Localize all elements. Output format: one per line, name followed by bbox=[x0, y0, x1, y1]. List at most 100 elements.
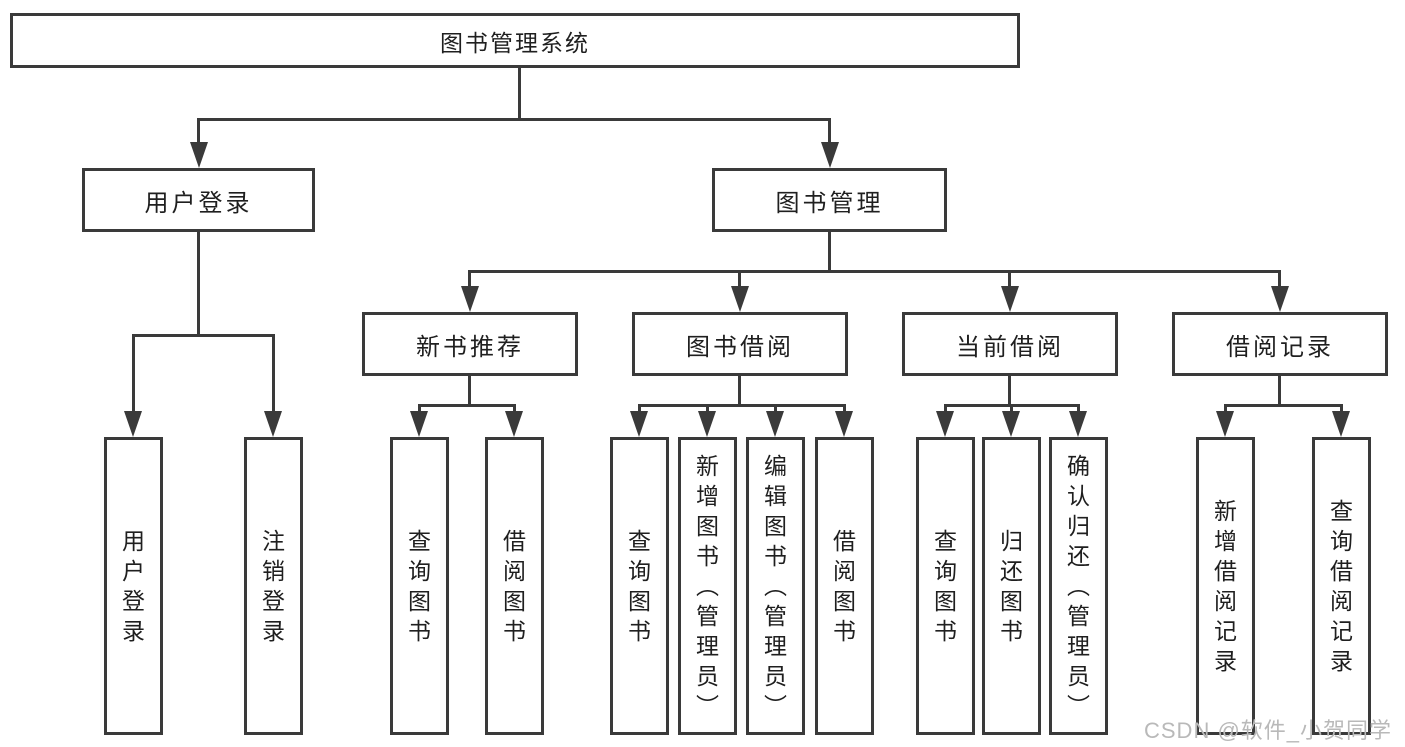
connector-trunk bbox=[1278, 375, 1281, 407]
arrow-down-icon bbox=[1271, 286, 1289, 312]
vertical-char: ︵ bbox=[764, 573, 787, 599]
vertical-char: 图 bbox=[1000, 588, 1023, 614]
node-book-management-label: 图书管理 bbox=[775, 189, 884, 217]
arrow-down-icon bbox=[1216, 411, 1234, 437]
node-current-borrowing-label: 当前借阅 bbox=[956, 333, 1064, 361]
connector-group-branch bbox=[132, 334, 275, 337]
vertical-char: 图 bbox=[503, 588, 526, 614]
leaf-query-books: 查询图书 bbox=[610, 437, 669, 735]
vertical-char: 新 bbox=[1214, 498, 1237, 524]
vertical-char: 管 bbox=[764, 603, 787, 629]
vertical-char: 书 bbox=[696, 543, 719, 569]
node-borrowing-records: 借阅记录 bbox=[1172, 312, 1388, 376]
vertical-char: 书 bbox=[934, 618, 957, 644]
vertical-char: 借 bbox=[1330, 558, 1353, 584]
vertical-char: 录 bbox=[122, 618, 145, 644]
vertical-char: 销 bbox=[262, 558, 285, 584]
vertical-char: 增 bbox=[696, 483, 719, 509]
csdn-watermark: CSDN @软件_小贺同学 bbox=[1144, 718, 1393, 743]
arrow-down-icon bbox=[1069, 411, 1087, 437]
vertical-char: 询 bbox=[1330, 528, 1353, 554]
vertical-char: 书 bbox=[628, 618, 651, 644]
vertical-char: 增 bbox=[1214, 528, 1237, 554]
vertical-char: ︵ bbox=[1067, 573, 1090, 599]
connector-stem bbox=[272, 334, 275, 415]
vertical-char: 图 bbox=[696, 513, 719, 539]
vertical-char: 录 bbox=[1330, 648, 1353, 674]
arrow-down-icon bbox=[698, 411, 716, 437]
arrow-down-icon bbox=[505, 411, 523, 437]
vertical-char: 阅 bbox=[833, 558, 856, 584]
vertical-char: 录 bbox=[262, 618, 285, 644]
vertical-char: 员 bbox=[696, 663, 719, 689]
vertical-char: 归 bbox=[1000, 528, 1023, 554]
vertical-char: 户 bbox=[122, 558, 145, 584]
vertical-char: 书 bbox=[1000, 618, 1023, 644]
vertical-char: 登 bbox=[262, 588, 285, 614]
connector-stem bbox=[843, 404, 846, 415]
node-borrowing-records-label: 借阅记录 bbox=[1226, 333, 1334, 361]
connector-trunk bbox=[1008, 375, 1011, 407]
leaf-edit-book-admin: 编辑图书︵管理员︶ bbox=[746, 437, 805, 735]
arrow-down-icon bbox=[1001, 286, 1019, 312]
vertical-char: 借 bbox=[833, 528, 856, 554]
vertical-char: 图 bbox=[833, 588, 856, 614]
connector-group-branch bbox=[418, 404, 516, 407]
vertical-char: 阅 bbox=[1330, 588, 1353, 614]
connector-stem bbox=[197, 118, 200, 146]
vertical-char: 注 bbox=[262, 528, 285, 554]
connector-stem bbox=[706, 404, 709, 415]
connector-user-login-trunk bbox=[197, 231, 200, 337]
vertical-char: ︵ bbox=[696, 573, 719, 599]
node-book-management: 图书管理 bbox=[712, 168, 947, 232]
vertical-char: 图 bbox=[934, 588, 957, 614]
vertical-char: 编 bbox=[764, 453, 787, 479]
vertical-char: 图 bbox=[628, 588, 651, 614]
connector-stem bbox=[513, 404, 516, 415]
vertical-char: 查 bbox=[1330, 498, 1353, 524]
vertical-char: 记 bbox=[1330, 618, 1353, 644]
vertical-char: 查 bbox=[934, 528, 957, 554]
arrow-down-icon bbox=[1332, 411, 1350, 437]
leaf-add-book-admin: 新增图书︵管理员︶ bbox=[678, 437, 737, 735]
node-current-borrowing: 当前借阅 bbox=[902, 312, 1118, 376]
vertical-char: 询 bbox=[408, 558, 431, 584]
connector-level1-branch bbox=[197, 118, 831, 121]
connector-group-branch bbox=[1224, 404, 1343, 407]
connector-stem bbox=[738, 270, 741, 290]
vertical-char: ︶ bbox=[696, 693, 719, 719]
connector-stem bbox=[1010, 404, 1013, 415]
vertical-char: 新 bbox=[696, 453, 719, 479]
vertical-char: ︶ bbox=[764, 693, 787, 719]
leaf-borrow-books: 借阅图书 bbox=[485, 437, 544, 735]
node-user-login-label: 用户登录 bbox=[144, 189, 253, 217]
arrow-down-icon bbox=[821, 142, 839, 168]
arrow-down-icon bbox=[731, 286, 749, 312]
leaf-add-borrow-record: 新增借阅记录 bbox=[1196, 437, 1255, 735]
node-library-management-system-label: 图书管理系统 bbox=[440, 29, 590, 56]
arrow-down-icon bbox=[410, 411, 428, 437]
arrow-down-icon bbox=[630, 411, 648, 437]
leaf-query-books: 查询图书 bbox=[390, 437, 449, 735]
leaf-borrow-books: 借阅图书 bbox=[815, 437, 874, 735]
leaf-confirm-return-admin: 确认归还︵管理员︶ bbox=[1049, 437, 1108, 735]
vertical-char: 理 bbox=[696, 633, 719, 659]
vertical-char: 认 bbox=[1067, 483, 1090, 509]
vertical-char: 录 bbox=[1214, 648, 1237, 674]
vertical-char: 书 bbox=[408, 618, 431, 644]
vertical-char: 用 bbox=[122, 528, 145, 554]
vertical-char: 阅 bbox=[1214, 588, 1237, 614]
vertical-char: 还 bbox=[1067, 543, 1090, 569]
node-user-login: 用户登录 bbox=[82, 168, 315, 232]
connector-stem bbox=[1340, 404, 1343, 415]
connector-stem bbox=[774, 404, 777, 415]
leaf-query-books: 查询图书 bbox=[916, 437, 975, 735]
connector-stem bbox=[468, 270, 471, 290]
vertical-char: 询 bbox=[934, 558, 957, 584]
vertical-char: 管 bbox=[1067, 603, 1090, 629]
vertical-char: 查 bbox=[628, 528, 651, 554]
vertical-char: 理 bbox=[1067, 633, 1090, 659]
vertical-char: 归 bbox=[1067, 513, 1090, 539]
vertical-char: 询 bbox=[628, 558, 651, 584]
